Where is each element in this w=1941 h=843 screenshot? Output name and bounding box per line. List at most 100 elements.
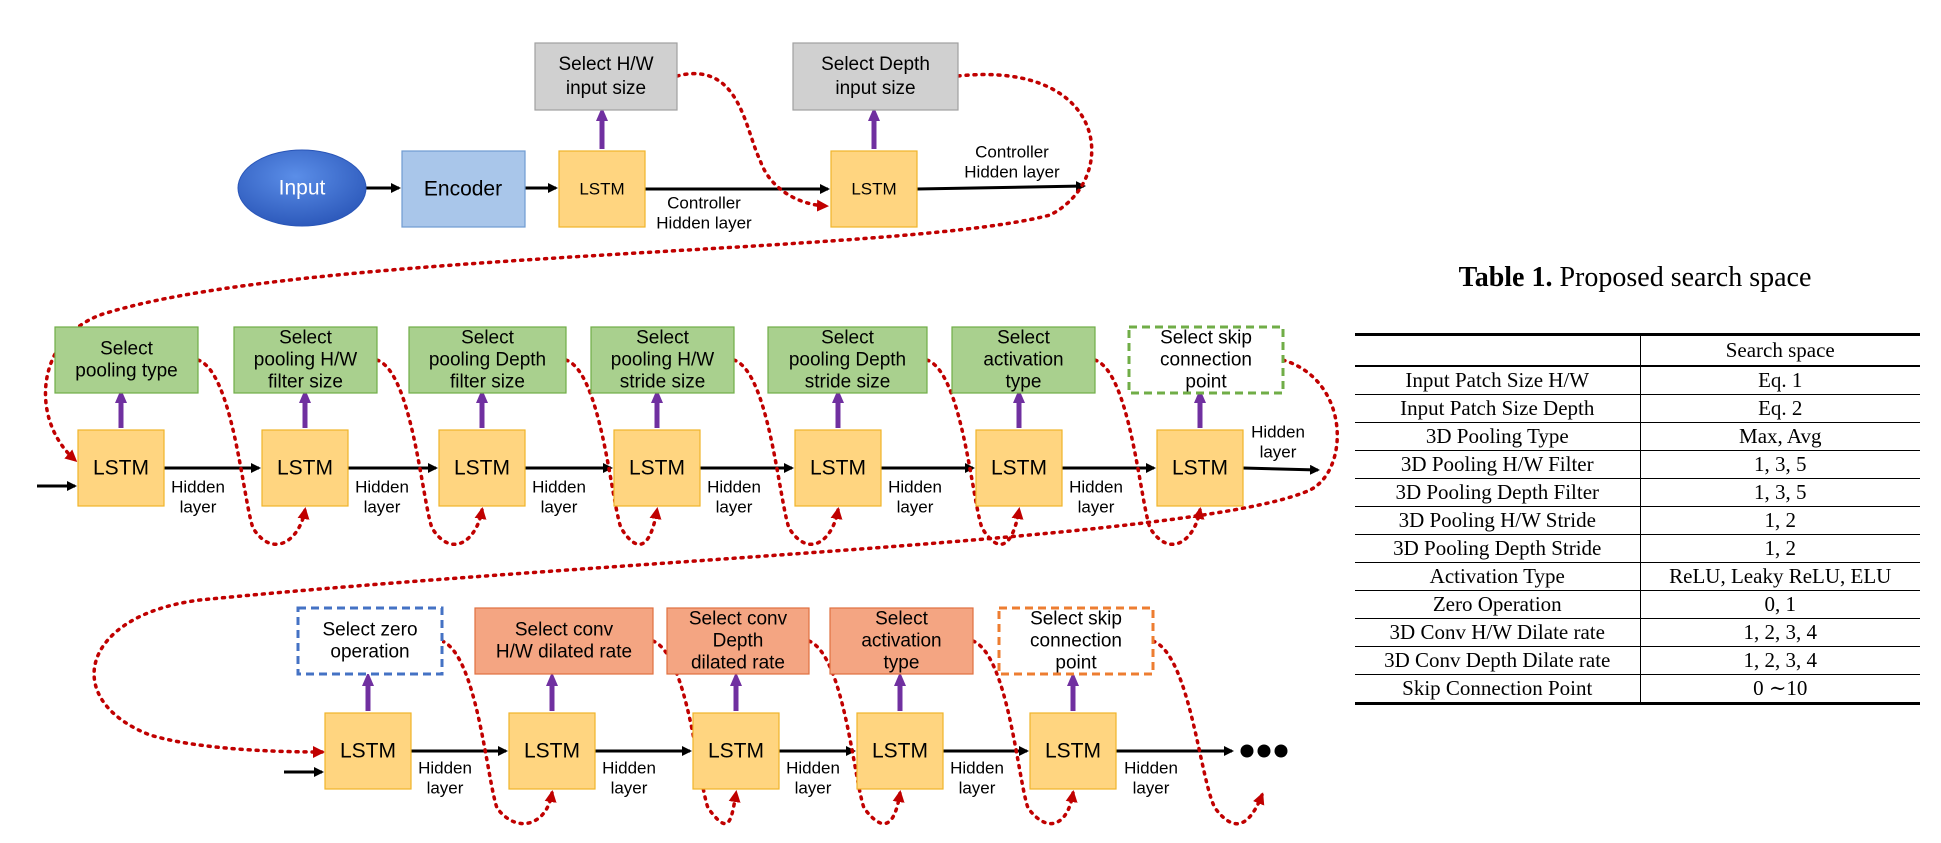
lstm-label: LSTM (708, 740, 764, 763)
arrow-row2-out (1242, 464, 1320, 475)
dotted-feedback (732, 358, 843, 546)
hidden-label-line: Hidden (418, 759, 472, 778)
select-label-line: input size (835, 78, 915, 99)
select-label-line: Select zero (322, 620, 417, 641)
input-label: Input (279, 177, 326, 200)
hidden-label-line: Hidden (1124, 759, 1178, 778)
select-box-dashed (997, 606, 1155, 676)
table-cell-search-space: 0 ∼10 (1753, 676, 1808, 700)
table-header-row: Search space (1355, 334, 1920, 367)
lstm-node (613, 429, 701, 507)
lstm-label: LSTM (810, 457, 866, 480)
table-cell-parameter: 3D Pooling Depth Stride (1355, 534, 1641, 563)
hidden-label-line: layer (1133, 779, 1170, 798)
dotted-feedback (196, 358, 310, 547)
dotted-feedback (971, 639, 1078, 826)
select-label-line: Select (997, 328, 1051, 349)
select-box (408, 326, 567, 394)
table-cell-parameter: 3D Pooling Type (1355, 422, 1641, 451)
table-cell-search-space: Eq. 1 (1640, 366, 1920, 395)
table-cell-search-space: Eq. 2 (1640, 394, 1920, 423)
select-label-line: Select (636, 328, 690, 349)
hidden-label-line: Hidden (171, 478, 225, 497)
dotted-feedback (440, 639, 557, 826)
table-cell-parameter: 3D Pooling H/W Filter (1355, 450, 1641, 479)
lstm-label: LSTM (1045, 740, 1101, 763)
select-label-line: operation (330, 642, 409, 663)
hidden-label-line: Hidden (355, 478, 409, 497)
select-label-line: filter size (268, 372, 343, 393)
select-label-line: Select conv (515, 620, 614, 641)
select-label-line: dilated rate (691, 653, 785, 674)
select-box-dashed (1127, 325, 1285, 395)
dotted-feedback (375, 358, 487, 547)
hidden-label-line: Hidden layer (964, 163, 1060, 182)
select-label-line: type (884, 653, 920, 674)
table-cell-parameter: Input Patch Size Depth (1355, 394, 1641, 423)
select-label-line: pooling Depth (789, 350, 906, 371)
table-cell-parameter: 3D Conv H/W Dilate rate (1355, 618, 1641, 647)
table-cell-search-space: 1, 3, 5 (1640, 450, 1920, 479)
table-cell-search-space: 1, 2, 3, 4 (1640, 618, 1920, 647)
select-label-line: Select skip (1030, 609, 1122, 630)
select-label-line: stride size (620, 372, 706, 393)
dotted-feedback (807, 639, 905, 826)
select-label-line: type (1006, 372, 1042, 393)
hidden-label-line: Hidden (786, 759, 840, 778)
lstm-label: LSTM (579, 180, 624, 199)
select-label-line: point (1055, 653, 1097, 674)
select-box (233, 326, 378, 394)
hidden-label-line: layer (611, 779, 648, 798)
select-box (829, 607, 974, 675)
select-label-line: Select (100, 339, 154, 360)
select-label-line: H/W dilated rate (496, 642, 632, 663)
table-caption: Table 1. Proposed search space (1355, 262, 1915, 294)
lstm-node (558, 150, 646, 228)
table-cell-search-space: 0, 1 (1640, 590, 1920, 619)
ellipsis-dot (1257, 744, 1271, 758)
table-cell-search-space: ReLU, Leaky ReLU, ELU (1640, 562, 1920, 591)
select-label-line: input size (566, 78, 646, 99)
select-box (792, 42, 959, 111)
select-label-line: Select (279, 328, 333, 349)
hidden-label-line: layer (1078, 498, 1115, 517)
select-label-line: pooling H/W (611, 350, 715, 371)
select-label-line: stride size (805, 372, 891, 393)
hidden-label-line: Hidden (888, 478, 942, 497)
input-node (237, 149, 367, 227)
table-cell-parameter: Input Patch Size H/W (1355, 366, 1641, 395)
lstm-label: LSTM (629, 457, 685, 480)
hidden-label-line: Hidden (950, 759, 1004, 778)
select-label-line: activation (983, 350, 1063, 371)
table-cell-search-space: 1, 2 (1640, 534, 1920, 563)
hidden-label-line: layer (541, 498, 578, 517)
select-box (951, 326, 1096, 394)
table-cell-search-space: 1, 2 (1640, 506, 1920, 535)
lstm-label: LSTM (277, 457, 333, 480)
select-label-line: Select skip (1160, 328, 1252, 349)
dotted-feedback (564, 358, 662, 546)
lstm-label: LSTM (454, 457, 510, 480)
table-cell-parameter: Activation Type (1355, 562, 1641, 591)
